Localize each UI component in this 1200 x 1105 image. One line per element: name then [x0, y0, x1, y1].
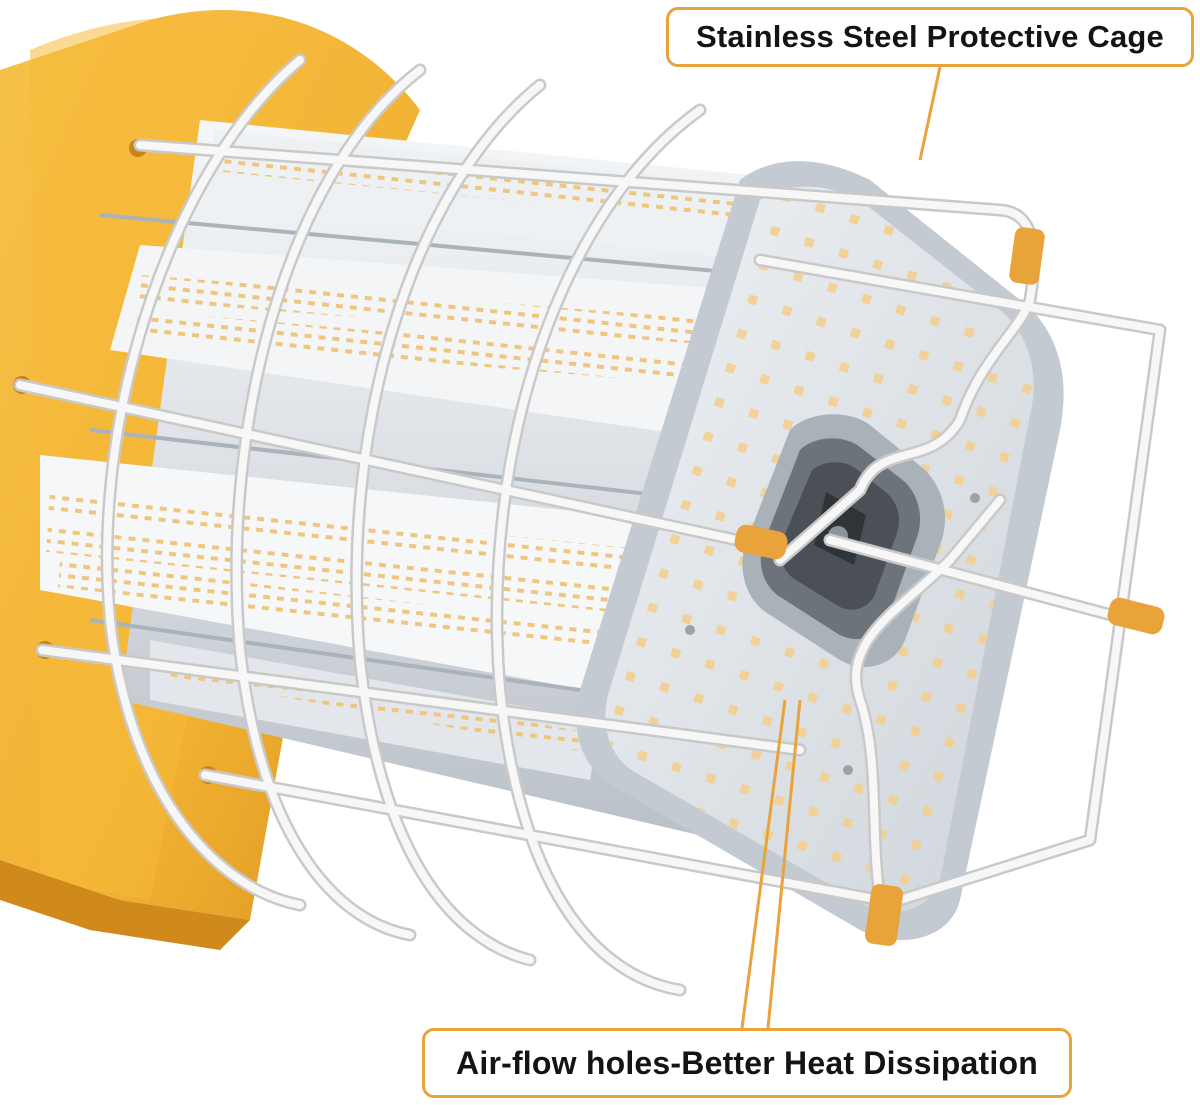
airflow-callout-label: Air-flow holes-Better Heat Dissipation: [422, 1028, 1072, 1098]
protective-cage: [13, 53, 1167, 997]
cage-callout-label: Stainless Steel Protective Cage: [666, 7, 1194, 67]
callout-leaders: [740, 66, 942, 1029]
front-led-panel: [576, 161, 1064, 940]
